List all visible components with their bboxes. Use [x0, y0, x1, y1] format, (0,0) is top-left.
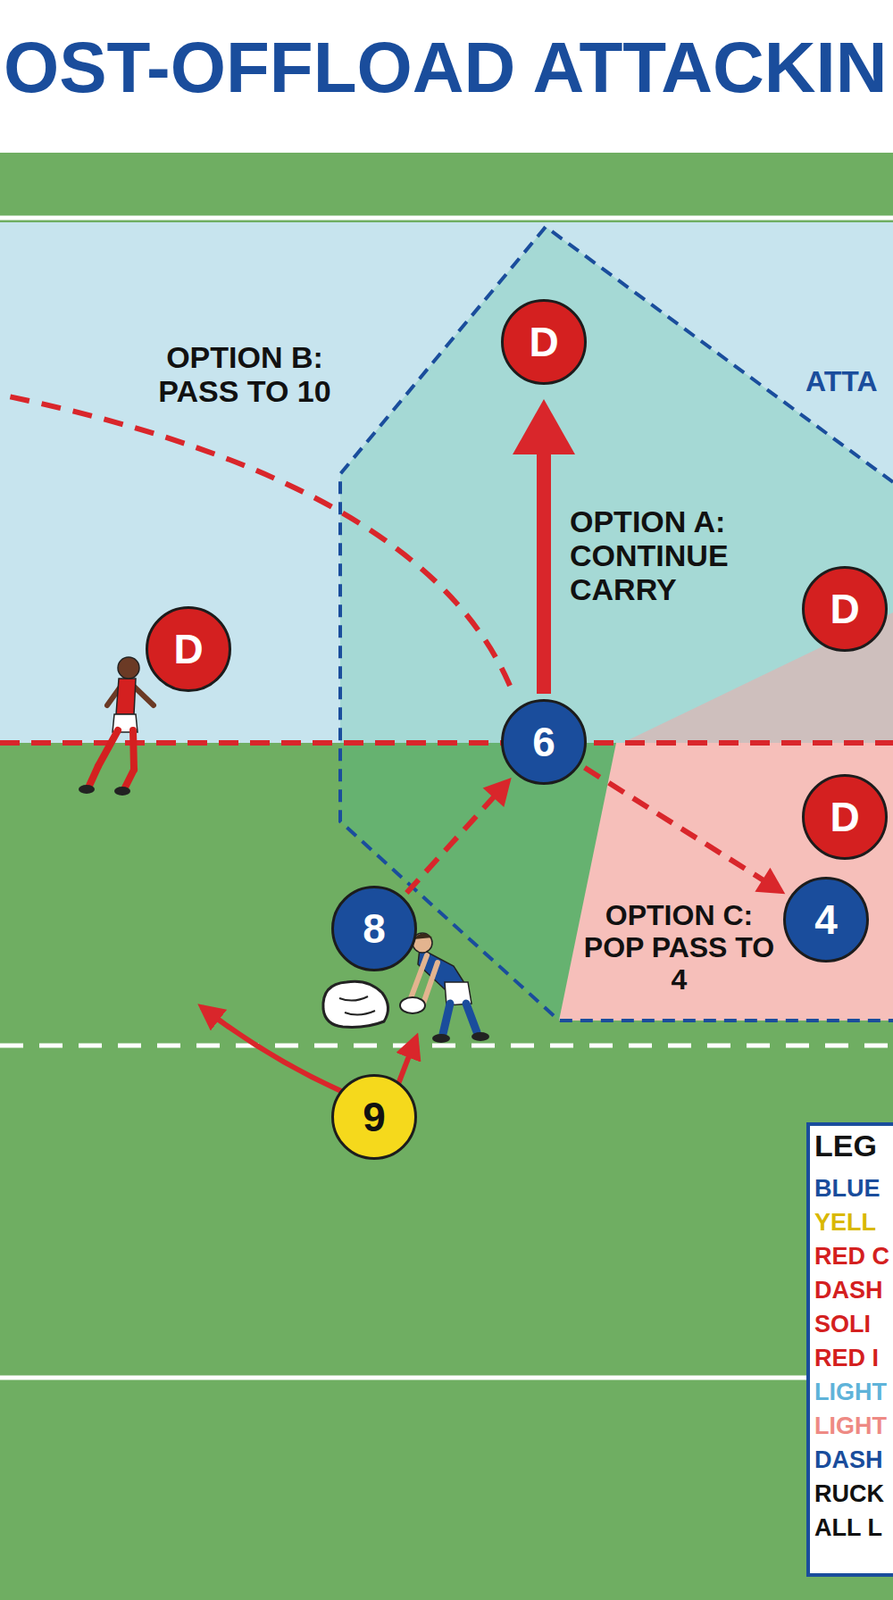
- legend-entry: DASH: [814, 1443, 890, 1478]
- arrow-head: [754, 867, 785, 895]
- attack-zone: [340, 226, 893, 1021]
- pass-line: [0, 394, 510, 686]
- carry-arrow: [512, 399, 576, 694]
- connector-line: [536, 443, 551, 694]
- pitch-line: [0, 1376, 893, 1381]
- legend-text: BLUE: [814, 1175, 881, 1202]
- legend-text: RED I: [814, 1344, 879, 1372]
- legend-text: SOLI: [814, 1310, 871, 1338]
- player-number: D: [173, 628, 203, 670]
- attacker-circle: 6: [500, 699, 587, 785]
- arrow-head: [483, 777, 512, 808]
- player-number: D: [829, 588, 860, 630]
- defender-circle: D: [500, 299, 587, 385]
- legend-entry: RED I: [814, 1341, 890, 1376]
- legend-text: LIGHT: [814, 1412, 887, 1440]
- legend-entry: LIGHT: [814, 1375, 890, 1410]
- legend-entry: RUCK: [814, 1477, 890, 1511]
- scrum-half-arrow: [398, 1037, 417, 1085]
- defender-circle: D: [145, 606, 232, 693]
- pitch-line: [0, 216, 893, 221]
- scrum-half-arrow: [201, 1007, 342, 1092]
- pitch-line: [0, 1043, 893, 1049]
- attack-zone-outline: [340, 226, 893, 1021]
- legend-entry: DASH: [814, 1273, 890, 1308]
- legend-text: ALL L: [814, 1514, 883, 1542]
- legend-entry: LIGHT: [814, 1409, 890, 1444]
- ruck-figure: [323, 981, 389, 1027]
- player-figure: [400, 933, 490, 1044]
- defender-figure: [78, 657, 154, 796]
- legend-title: LEG: [814, 1128, 877, 1163]
- legend-text: RUCK: [814, 1480, 885, 1508]
- option-label: OPTION A: CONTINUE CARRY: [569, 504, 758, 607]
- diagram-title: OST-OFFLOAD ATTACKIN: [3, 32, 888, 104]
- connector-line: [406, 793, 497, 893]
- player-number: 4: [814, 899, 838, 941]
- option-label: OPTION C: POP PASS TO 4: [578, 900, 780, 996]
- legend-text: YELL: [814, 1209, 877, 1236]
- pop-zone: [559, 742, 893, 1021]
- pass-arrow: [406, 777, 511, 893]
- legend-entry: SOLI: [814, 1307, 890, 1342]
- legend-text: DASH: [814, 1446, 884, 1474]
- legend-text: DASH: [814, 1276, 884, 1304]
- zone-label: ATTA: [805, 366, 878, 399]
- option-label: OPTION B: PASS TO 10: [137, 340, 352, 409]
- player-number: 9: [362, 1096, 386, 1138]
- player-number: D: [528, 321, 559, 363]
- legend-entry: ALL L: [814, 1510, 890, 1545]
- legend-entry: BLUE: [814, 1171, 890, 1206]
- legend-list: BLUE YELL RED C DASH SOLI RED I LIGHT LIGHT DASH…: [814, 1171, 890, 1545]
- title-band: [0, 0, 893, 153]
- legend-entry: YELL: [814, 1205, 890, 1240]
- player-number: 6: [532, 721, 556, 763]
- legend-entry: RED C: [814, 1239, 890, 1274]
- arrow-head: [512, 399, 576, 455]
- pitch-ground: [0, 152, 893, 1600]
- pass-arrow: [584, 767, 786, 894]
- scrum-half-circle: 9: [331, 1074, 418, 1161]
- connector-line: [584, 767, 768, 884]
- player-number: D: [829, 796, 860, 838]
- legend-text: RED C: [814, 1243, 890, 1270]
- attacker-circle: 8: [331, 885, 418, 972]
- defender-circle: D: [801, 566, 888, 652]
- attacker-circle: 4: [783, 876, 869, 963]
- defender-circle: D: [801, 774, 888, 860]
- player-number: 8: [362, 908, 386, 950]
- legend-text: LIGHT: [814, 1378, 887, 1406]
